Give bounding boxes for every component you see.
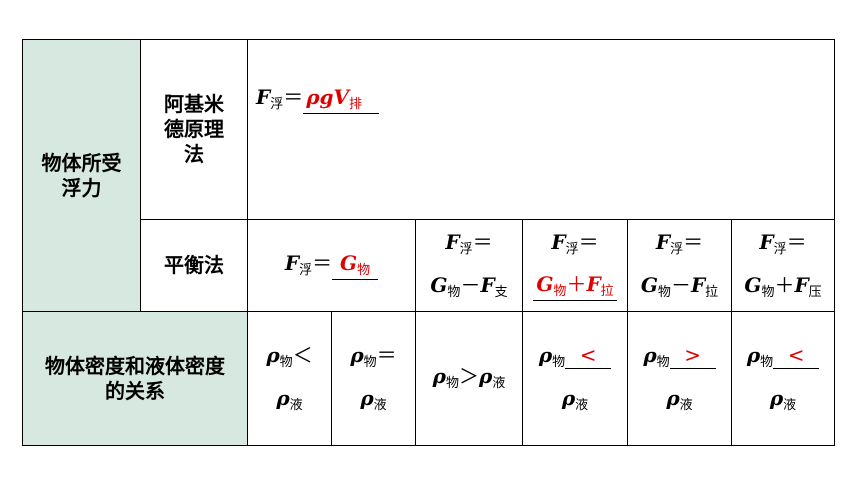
balance-answer-3: G物＋F拉: [533, 272, 617, 302]
buoyancy-header: 物体所受浮力: [22, 39, 141, 312]
balance-case-4: F浮＝ G物－F拉: [627, 219, 732, 312]
density-case-4: ρ物< ρ液: [522, 311, 628, 446]
density-case-3: ρ物＞ρ液: [415, 311, 523, 446]
density-answer-5: >: [669, 343, 716, 370]
balance-answer-1: G物: [332, 251, 379, 281]
archimedes-answer: ρgV排: [303, 85, 380, 115]
density-case-5: ρ物> ρ液: [627, 311, 732, 446]
archimedes-method-label: 阿基米德原理法: [140, 39, 248, 220]
balance-case-5: F浮＝ G物＋F压: [730, 219, 836, 312]
balance-method-label: 平衡法: [140, 219, 248, 312]
balance-case-2: F浮＝ G物－F支: [415, 219, 523, 312]
archimedes-formula-cell: F浮＝ρgV排: [246, 39, 836, 220]
density-case-1: ρ物＜ ρ液: [247, 311, 332, 446]
balance-case-3: F浮＝ G物＋F拉: [522, 219, 628, 312]
buoyancy-table: 物体所受浮力 阿基米德原理法 F浮＝ρgV排 平衡法 F浮＝G物 F浮＝ G物－…: [22, 39, 836, 446]
density-answer-6: <: [773, 343, 820, 370]
density-case-6: ρ物< ρ液: [730, 311, 836, 446]
density-answer-4: <: [565, 343, 612, 370]
balance-case-1: F浮＝G物: [247, 219, 416, 312]
density-case-2: ρ物＝ ρ液: [331, 311, 416, 446]
density-header: 物体密度和液体密度的关系: [22, 311, 248, 446]
archimedes-formula: F浮＝ρgV排: [256, 85, 380, 115]
